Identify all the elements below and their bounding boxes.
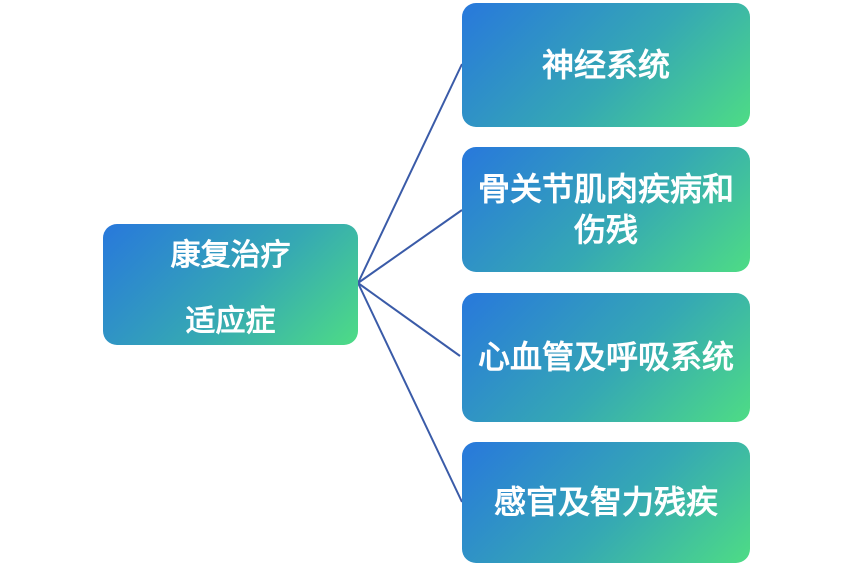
- node-bone-joint-muscle-disease: 骨关节肌肉疾病和伤残: [462, 147, 750, 272]
- connector-root-to-cardio-respiratory: [357, 282, 461, 357]
- node-label: 心血管及呼吸系统: [477, 339, 734, 376]
- node-nervous-system: 神经系统: [462, 3, 750, 127]
- node-cardio-respiratory-system: 心血管及呼吸系统: [462, 293, 750, 422]
- node-label: 骨关节肌肉疾病和伤残: [477, 170, 734, 248]
- node-rehab-therapy-indications: 康复治疗 适应症: [103, 224, 358, 345]
- node-sensory-intellectual-disability: 感官及智力残疾: [462, 442, 750, 563]
- node-label: 感官及智力残疾: [493, 484, 718, 521]
- root-label-line-1: 康复治疗: [170, 238, 291, 272]
- connector-root-to-nervous-system: [357, 63, 463, 284]
- root-label-line-2: 适应症: [185, 304, 276, 338]
- node-label: 神经系统: [541, 46, 670, 83]
- connector-root-to-sensory-intellectual: [357, 282, 463, 503]
- connector-root-to-bone-joint-muscle: [357, 209, 463, 284]
